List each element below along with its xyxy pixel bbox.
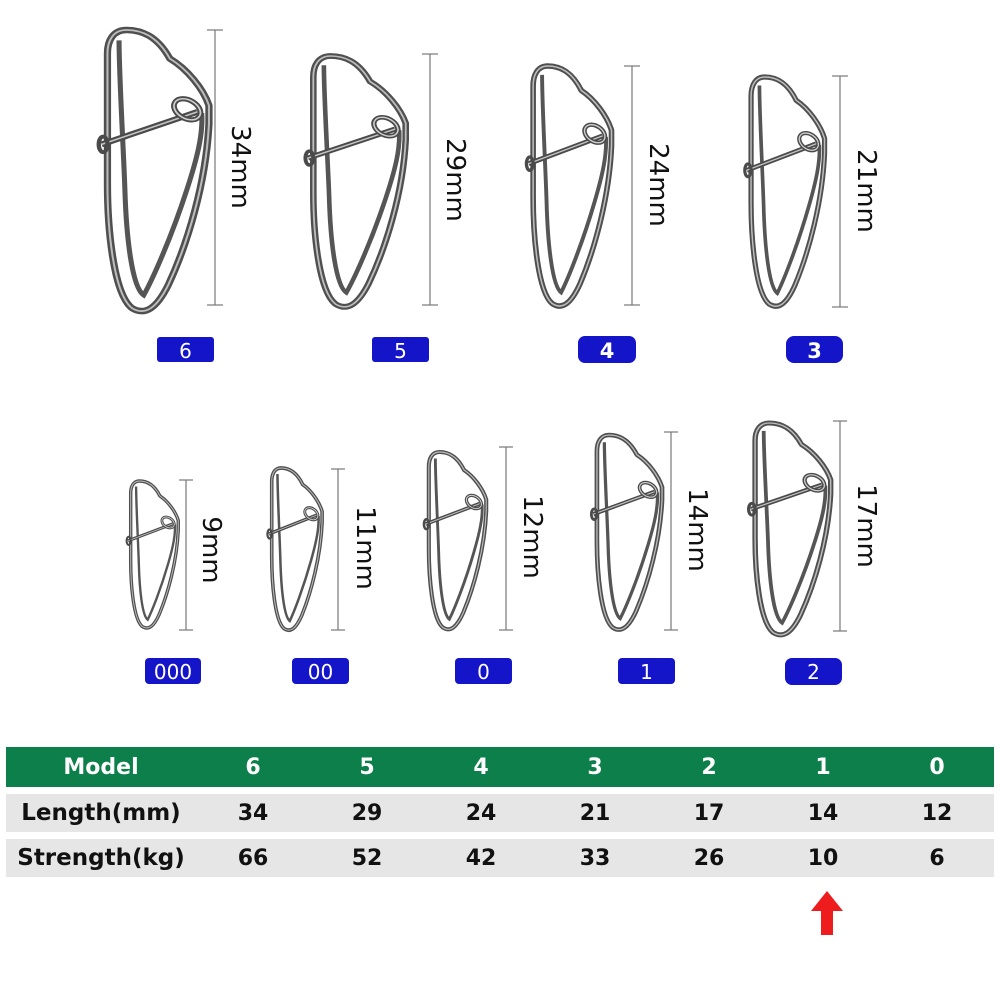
model-badge xyxy=(145,658,201,684)
fishing-snap-icon xyxy=(749,423,831,635)
table-cell: 26 xyxy=(652,839,766,877)
table-cell: 14 xyxy=(766,794,880,832)
table-cell: 52 xyxy=(310,839,424,877)
table-cell: 21 xyxy=(538,794,652,832)
snap-model-0: 12mm 0 xyxy=(424,446,547,684)
length-label: 34mm xyxy=(225,125,255,209)
model-badge xyxy=(157,337,214,362)
header-cell: Model xyxy=(6,747,196,787)
header-cell: 0 xyxy=(880,747,994,787)
table-cell: 34 xyxy=(196,794,310,832)
length-label: 24mm xyxy=(643,143,673,227)
model-badge-label: 5 xyxy=(394,339,407,363)
model-badge xyxy=(786,336,843,363)
snap-size-gallery: 34mm 6 29mm 5 24mm 4 21mm 3 9mm xyxy=(0,0,881,685)
model-badge xyxy=(455,658,512,684)
model-badge xyxy=(372,337,429,362)
length-label: 9mm xyxy=(196,516,226,583)
model-badge xyxy=(292,658,349,684)
row-label-strength: Strength(kg) xyxy=(6,839,196,877)
header-cell: 2 xyxy=(652,747,766,787)
table-cell: 17 xyxy=(652,794,766,832)
length-label: 12mm xyxy=(517,495,547,579)
model-badge xyxy=(618,658,675,684)
model-badge-label: 6 xyxy=(179,339,192,363)
fishing-snap-icon xyxy=(124,479,180,630)
header-cell: 5 xyxy=(310,747,424,787)
table-cell: 6 xyxy=(880,839,994,877)
header-cell: 3 xyxy=(538,747,652,787)
fishing-snap-icon xyxy=(265,466,324,633)
model-badge-label: 1 xyxy=(640,660,653,684)
length-label: 29mm xyxy=(440,138,470,222)
model-badge-label: 0 xyxy=(477,660,490,684)
snap-model-00: 11mm 00 xyxy=(265,466,380,684)
fishing-snap-icon xyxy=(526,66,611,306)
snap-model-5: 29mm 5 xyxy=(305,54,470,363)
row-label-length: Length(mm) xyxy=(6,794,196,832)
header-cell: 1 xyxy=(766,747,880,787)
table-row: Strength(kg) 66 52 42 33 26 10 6 xyxy=(6,839,994,877)
length-label: 11mm xyxy=(350,506,380,590)
table-cell: 24 xyxy=(424,794,538,832)
header-cell: 6 xyxy=(196,747,310,787)
fishing-snap-icon xyxy=(591,435,662,630)
snap-model-3: 21mm 3 xyxy=(745,76,881,363)
snap-model-4: 24mm 4 xyxy=(526,66,673,363)
snap-model-6: 34mm 6 xyxy=(99,30,255,363)
model-badge-label: 4 xyxy=(600,339,615,363)
snap-model-000: 9mm 000 xyxy=(124,479,226,684)
table-row: Length(mm) 34 29 24 21 17 14 12 xyxy=(6,794,994,832)
model-badge-label: 000 xyxy=(154,660,192,684)
table-cell: 29 xyxy=(310,794,424,832)
fishing-snap-icon xyxy=(424,452,486,629)
table-cell: 66 xyxy=(196,839,310,877)
model-badge-label: 00 xyxy=(308,660,333,684)
table-header-row: Model 6 5 4 3 2 1 0 xyxy=(6,747,994,787)
table-cell: 10 xyxy=(766,839,880,877)
model-badge-label: 3 xyxy=(807,339,822,363)
model-badge xyxy=(785,658,842,685)
table-cell: 12 xyxy=(880,794,994,832)
table-cell: 42 xyxy=(424,839,538,877)
length-label: 14mm xyxy=(682,488,712,572)
fishing-snap-icon xyxy=(745,77,825,306)
spec-table: Model 6 5 4 3 2 1 0 Length(mm) 34 29 24 … xyxy=(6,740,994,884)
fishing-snap-icon xyxy=(305,56,405,307)
length-label: 17mm xyxy=(851,484,881,568)
fishing-snap-icon xyxy=(99,30,209,311)
model-badge-label: 2 xyxy=(807,660,820,684)
snap-model-2: 17mm 2 xyxy=(749,421,881,685)
red-up-arrow-icon xyxy=(811,891,843,935)
model-badge xyxy=(578,336,636,363)
snap-model-1: 14mm 1 xyxy=(591,431,712,684)
table-cell: 33 xyxy=(538,839,652,877)
length-label: 21mm xyxy=(851,149,881,233)
header-cell: 4 xyxy=(424,747,538,787)
